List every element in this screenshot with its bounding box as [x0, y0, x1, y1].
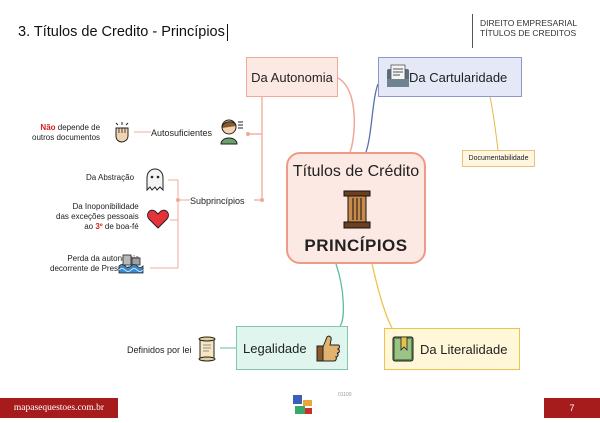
- column-icon: [343, 190, 371, 229]
- flood-icon: [118, 254, 144, 274]
- raised-fist-icon: [115, 122, 129, 143]
- branch-literalidade-label: Da Literalidade: [420, 341, 508, 357]
- central-subtitle: PRINCÍPIOS: [304, 236, 408, 255]
- link-legalidade: [335, 263, 345, 327]
- documentabilidade-label: Documentabilidade: [468, 155, 529, 162]
- node-documentabilidade: Documentabilidade: [462, 150, 535, 167]
- ghost-icon: [146, 168, 164, 192]
- label-definidos-por-lei: Definidos por lei: [127, 345, 192, 355]
- inoponib-line3-b: 3º: [95, 222, 103, 231]
- branch-cartularidade: Da Cartularidade: [378, 57, 522, 97]
- branch-cartularidade-label: Da Cartularidade: [409, 69, 508, 85]
- link-autonomia: [337, 77, 356, 153]
- perda-line2: decorrente de Prescrição: [50, 264, 140, 273]
- link-cartularidade: [365, 83, 379, 153]
- thumbs-up-icon: [316, 335, 340, 362]
- label-abstracao: Da Abstração: [86, 173, 135, 182]
- footer-site-link[interactable]: mapasequestoes.com.br: [0, 398, 118, 418]
- self-sufficient-person-icon: [220, 119, 243, 145]
- branch-autonomia-label: Da Autonomia: [251, 69, 333, 85]
- label-autosuficientes: Autosuficientes: [151, 128, 213, 138]
- nao-line2: outros documentos: [32, 133, 101, 142]
- label-nao-depende: Não depende de outros documentos: [32, 123, 100, 143]
- branch-legalidade: Legalidade: [236, 326, 348, 370]
- central-title: Títulos de Crédito: [292, 163, 420, 180]
- inoponib-line1: Da Inoponibilidade: [72, 202, 139, 211]
- link-documentabilidade: [489, 96, 499, 151]
- inoponib-line3-c: de boa-fé: [102, 222, 139, 231]
- subject-line-2: TÍTULOS DE CREDITOS: [480, 28, 577, 38]
- branch-legalidade-label: Legalidade: [243, 340, 307, 356]
- header-divider: [472, 14, 473, 48]
- link-sub-items: [150, 179, 190, 269]
- footer-code: 01100: [338, 392, 352, 398]
- label-perda-autonomia: Perda da autonomia decorrente de Prescri…: [50, 254, 139, 274]
- scroll-icon: [198, 336, 216, 362]
- branch-autonomia: Da Autonomia: [246, 57, 338, 97]
- perda-line1: Perda da autonomia: [67, 254, 140, 263]
- document-icon: [387, 64, 409, 87]
- nao-rest: depende de: [55, 123, 101, 132]
- page-title: 3. Títulos de Credito - Princípios: [18, 24, 228, 41]
- book-icon: [392, 336, 414, 362]
- branch-literalidade: Da Literalidade: [384, 328, 520, 370]
- subject-line-1: DIREITO EMPRESARIAL: [480, 18, 578, 28]
- link-literalidade: [371, 263, 393, 329]
- brand-logo-icon: [293, 395, 312, 414]
- nao-word: Não: [40, 123, 56, 132]
- inoponib-line2: das exceções pessoais: [56, 212, 139, 221]
- page-number: 7: [544, 398, 600, 418]
- inoponib-line3-a: ao: [84, 222, 96, 231]
- heart-icon: [147, 209, 169, 229]
- label-inoponibilidade: Da Inoponibilidade das exceções pessoais…: [56, 202, 139, 232]
- central-node: Títulos de Crédito PRINCÍPIOS: [286, 152, 426, 264]
- label-subprincipios: Subprincípios: [190, 196, 245, 206]
